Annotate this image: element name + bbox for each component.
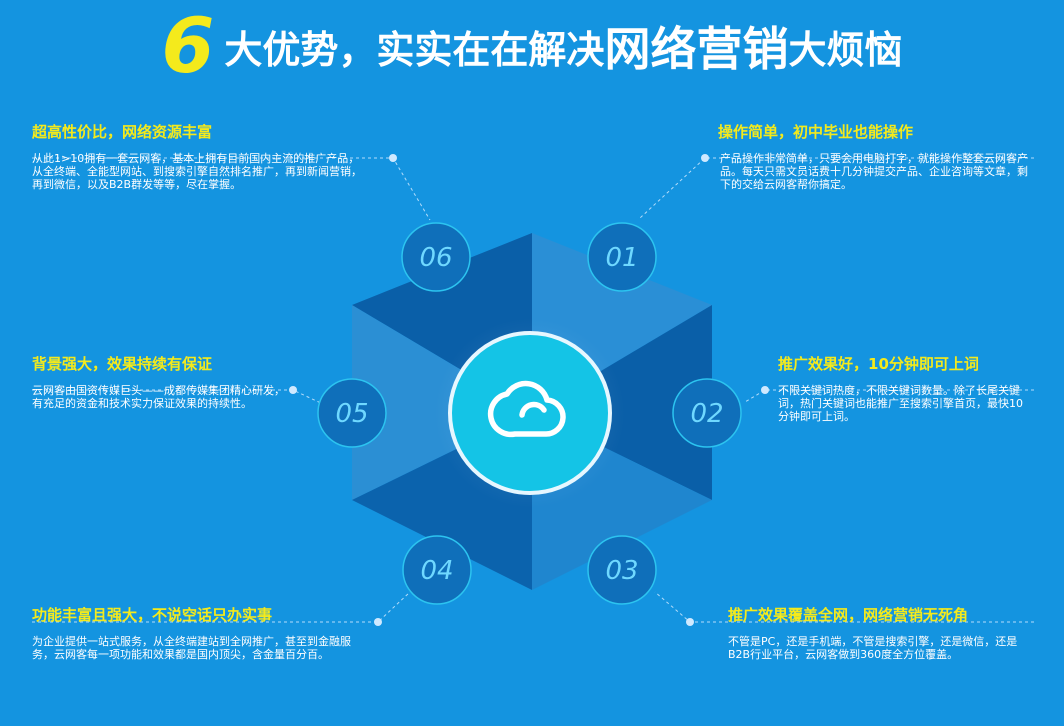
- number-circle-03: [587, 535, 657, 605]
- number-circle-05: [317, 378, 387, 448]
- connector-dot-03: [686, 618, 694, 626]
- feature-desc: 产品操作非常简单，只要会用电脑打字，就能操作整套云网客产品。每天只需文员话费十几…: [720, 152, 1028, 191]
- number-circle-04: [402, 535, 472, 605]
- feature-03: 推广效果覆盖全网，网络营销无死角 不管是PC，还是手机端，不管是搜索引擎，还是微…: [690, 605, 1030, 661]
- page-title: 6 大优势，实实在在解决 网络营销 大烦恼: [0, 0, 1064, 92]
- number-circle-06: [401, 222, 471, 292]
- feature-06: 超高性价比，网络资源丰富 从此1>10拥有一套云网客，基本上拥有目前国内主流的推…: [32, 122, 372, 191]
- feature-desc: 不管是PC，还是手机端，不管是搜索引擎，还是微信，还是B2B行业平台，云网客做到…: [728, 635, 1018, 661]
- number-01: 01: [605, 243, 638, 273]
- headline-part1: 大优势，实实在在解决: [224, 27, 605, 72]
- connector-dot-05: [289, 386, 297, 394]
- number-circle-02: [672, 378, 742, 448]
- feature-05: 背景强大，效果持续有保证 云网客由国资传媒巨头——成都传媒集团精心研发，有充足的…: [32, 354, 372, 410]
- number-02: 02: [690, 399, 723, 429]
- center-circle: [448, 331, 612, 495]
- number-06: 06: [419, 243, 452, 273]
- number-03: 03: [605, 556, 638, 586]
- feature-01: 操作简单，初中毕业也能操作 产品操作非常简单，只要会用电脑打字，就能操作整套云网…: [690, 122, 1030, 191]
- feature-title: 超高性价比，网络资源丰富: [32, 123, 213, 141]
- feature-title: 功能丰富且强大，不说空话只办实事: [32, 606, 273, 624]
- headline-number: 6: [161, 1, 215, 90]
- feature-title: 操作简单，初中毕业也能操作: [718, 123, 914, 141]
- cloud-icon: [487, 380, 566, 438]
- feature-title: 推广效果好，10分钟即可上词: [778, 355, 979, 373]
- feature-desc: 从此1>10拥有一套云网客，基本上拥有目前国内主流的推广产品，从全终端、全能型网…: [32, 152, 362, 191]
- feature-02: 推广效果好，10分钟即可上词 不限关键词热度，不限关键词数量。除了长尾关键词，热…: [690, 354, 1030, 423]
- headline-part3: 大烦恼: [788, 27, 903, 72]
- feature-title: 推广效果覆盖全网，网络营销无死角: [728, 606, 969, 624]
- connector-dot-01: [701, 154, 709, 162]
- connector-dot-06: [389, 154, 397, 162]
- connector-dot-04: [374, 618, 382, 626]
- feature-desc: 为企业提供一站式服务，从全终端建站到全网推广，甚至到金融服务，云网客每一项功能和…: [32, 635, 351, 661]
- number-circle-01: [587, 222, 657, 292]
- connector-04: [32, 591, 411, 623]
- feature-title: 背景强大，效果持续有保证: [32, 355, 213, 373]
- feature-desc: 不限关键词热度，不限关键词数量。除了长尾关键词，热门关键词也能推广至搜索引擎首页…: [778, 384, 1023, 423]
- feature-04: 功能丰富且强大，不说空话只办实事 为企业提供一站式服务，从全终端建站到全网推广，…: [32, 605, 372, 661]
- connector-01: [639, 157, 1034, 219]
- connector-02: [744, 389, 1034, 403]
- number-05: 05: [335, 399, 368, 429]
- headline-part2: 网络营销: [604, 22, 789, 76]
- number-04: 04: [420, 556, 453, 586]
- connector-dot-02: [761, 386, 769, 394]
- feature-desc: 云网客由国资传媒巨头——成都传媒集团精心研发，有充足的资金和技术实力保证效果的持…: [32, 384, 285, 410]
